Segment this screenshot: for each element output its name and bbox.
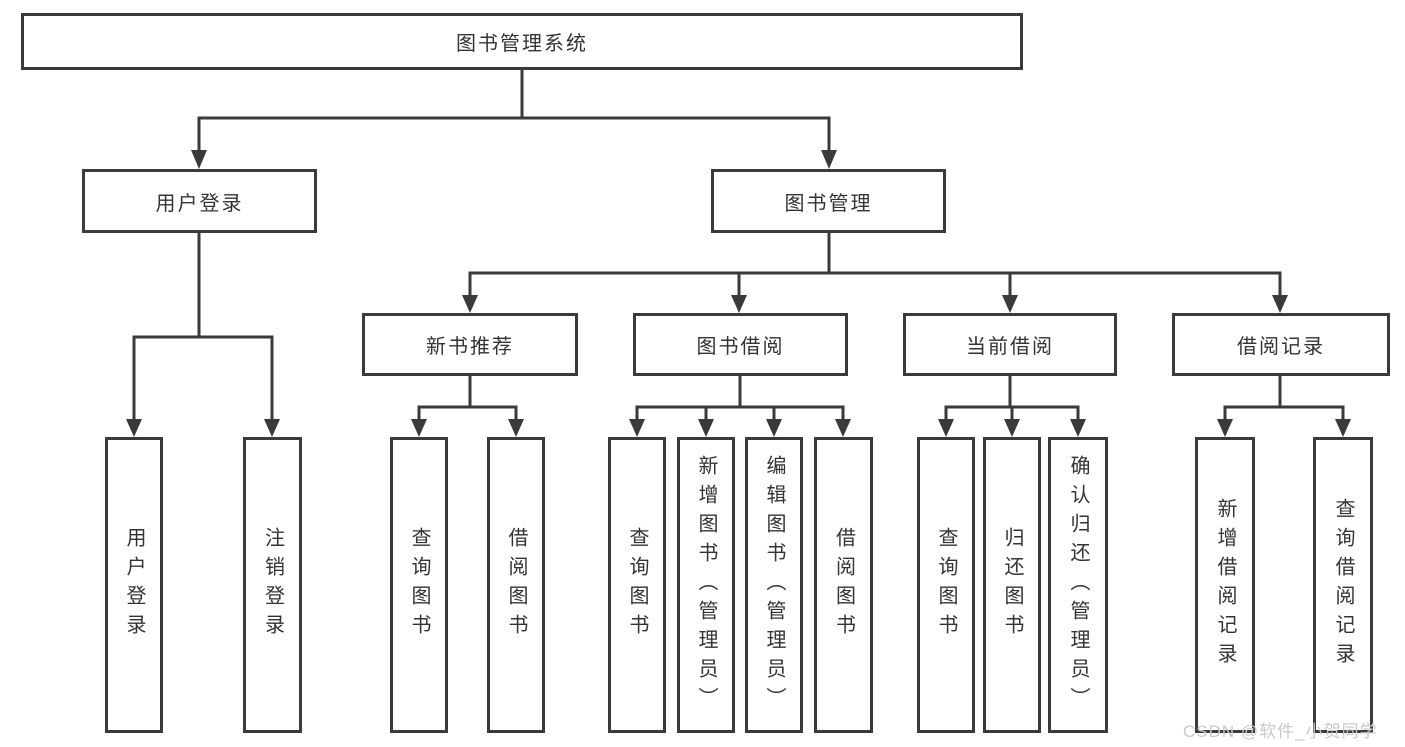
leaf-user-login: 用户登录: [105, 437, 163, 733]
leaf-borrow-books-recommend: 借阅图书: [487, 437, 545, 733]
connector-borrow-records-to-leaves: [1223, 376, 1345, 421]
leaf-label: 确认归还（管理员）: [1067, 454, 1089, 716]
leaf-query-books-borrow: 查询图书: [608, 437, 666, 733]
leaf-label: 查询借阅记录: [1332, 498, 1354, 672]
csdn-watermark: CSDN @软件_小贺同学: [1183, 722, 1378, 741]
leaf-label: 注销登录: [261, 527, 284, 643]
node-book-management: 图书管理: [711, 169, 946, 233]
connector-root-to-level2: [197, 70, 831, 152]
leaf-label: 用户登录: [123, 527, 145, 643]
node-label: 图书借阅: [696, 336, 785, 358]
node-label: 图书管理系统: [456, 33, 588, 55]
leaf-query-books-recommend: 查询图书: [390, 437, 448, 733]
arrowheads: [126, 150, 1351, 437]
node-label: 用户登录: [155, 192, 244, 215]
node-label: 当前借阅: [966, 336, 1054, 358]
leaf-label: 查询图书: [626, 527, 648, 643]
leaf-label: 编辑图书（管理员）: [763, 454, 785, 716]
leaf-label: 新增图书（管理员）: [695, 454, 717, 716]
node-label: 新书推荐: [426, 336, 514, 358]
leaf-label: 查询图书: [935, 527, 957, 643]
leaf-label: 查询图书: [408, 527, 430, 643]
node-current-borrow: 当前借阅: [903, 313, 1117, 376]
connector-book-borrow-to-leaves: [635, 376, 845, 421]
connector-new-book-recommend-to-leaves: [417, 376, 518, 421]
leaf-edit-book-admin: 编辑图书（管理员）: [745, 437, 803, 733]
connector-current-borrow-to-leaves: [944, 376, 1080, 421]
leaf-query-borrow-record: 查询借阅记录: [1313, 437, 1373, 733]
leaf-add-book-admin: 新增图书（管理员）: [677, 437, 735, 733]
node-user-login: 用户登录: [82, 169, 317, 233]
connector-user-login-to-leaves: [132, 233, 274, 421]
node-label: 借阅记录: [1237, 336, 1325, 358]
leaf-logout: 注销登录: [243, 437, 302, 733]
node-label: 图书管理: [784, 192, 873, 215]
node-borrow-records: 借阅记录: [1172, 313, 1390, 376]
leaf-label: 归还图书: [1001, 527, 1023, 643]
leaf-label: 新增借阅记录: [1214, 498, 1236, 672]
leaf-label: 借阅图书: [832, 527, 855, 643]
node-new-book-recommend: 新书推荐: [362, 313, 578, 376]
node-book-borrow: 图书借阅: [633, 313, 848, 376]
leaf-borrow-books: 借阅图书: [814, 437, 873, 733]
leaf-query-books-current: 查询图书: [917, 437, 975, 733]
leaf-confirm-return-admin: 确认归还（管理员）: [1048, 437, 1108, 733]
connector-book-management-to-level3: [468, 233, 1282, 297]
leaf-label: 借阅图书: [505, 527, 527, 643]
node-root-library-system: 图书管理系统: [21, 13, 1023, 70]
leaf-add-borrow-record: 新增借阅记录: [1195, 437, 1255, 733]
leaf-return-book: 归还图书: [983, 437, 1041, 733]
